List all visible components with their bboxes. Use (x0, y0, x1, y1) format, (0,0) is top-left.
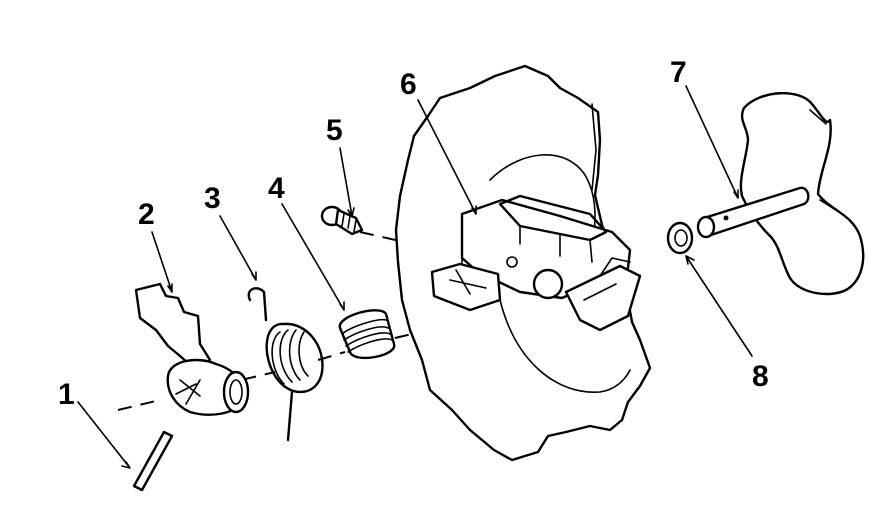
bracket-detail-lines (461, 225, 593, 301)
part-5-screw (320, 205, 364, 236)
plate-rim-lower (499, 299, 631, 393)
bracket-arm-detail (583, 257, 631, 301)
bracket-hole (506, 256, 518, 268)
part-2-cam-lever (134, 282, 250, 416)
callout-6: 6 (400, 68, 417, 101)
part-1-pin (132, 430, 174, 492)
bracket-tab-slot (449, 269, 487, 295)
part-7-shaft-paddle (696, 92, 865, 296)
callout-7: 7 (670, 56, 687, 89)
callout-2: 2 (138, 198, 155, 231)
callout-3: 3 (204, 182, 221, 215)
part-8-washer (666, 221, 694, 255)
part-4-compression-spring (338, 309, 396, 360)
callout-4: 4 (268, 172, 285, 205)
callout-1: 1 (58, 378, 75, 411)
plate-edge-right (591, 103, 597, 191)
leader-lines (77, 85, 753, 469)
bracket-boss (532, 268, 564, 300)
callout-5: 5 (326, 114, 343, 147)
callout-8: 8 (752, 360, 769, 393)
bracket-arm (564, 264, 642, 332)
callout-labels: 1 2 3 4 5 6 7 8 (58, 56, 769, 411)
part-6-plate-assembly (394, 64, 652, 462)
part-3-torsion-spring (247, 287, 324, 442)
